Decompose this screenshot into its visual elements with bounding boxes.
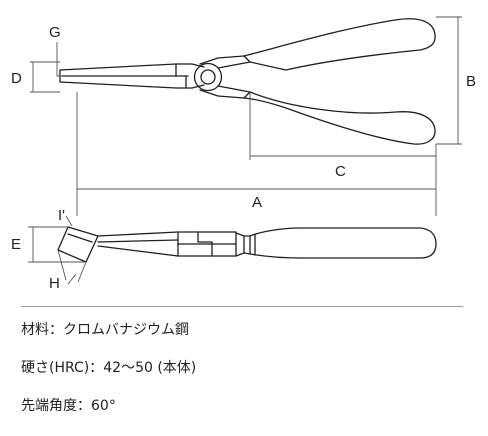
h-leader — [67, 273, 77, 285]
side-nose-ridge — [97, 239, 179, 243]
dim-label-a: A — [252, 194, 262, 211]
side-view-dimensions — [28, 215, 87, 285]
spec-hardness: 硬さ(HRC)：42～50 (本体) — [21, 360, 197, 376]
lower-handle-outer-metal — [199, 89, 245, 99]
pivot-inner — [200, 69, 216, 85]
pliers-technical-drawing: G D B C A I' E H — [11, 16, 476, 292]
side-handle-grip — [249, 227, 437, 259]
spec-tip-angle: 先端角度：60° — [21, 398, 116, 414]
side-collar-ring — [243, 235, 251, 255]
dim-label-h: H — [49, 275, 60, 292]
dim-label-i-prime: I' — [58, 207, 65, 224]
dim-label-c: C — [335, 163, 346, 180]
pliers-side-view — [57, 226, 437, 263]
lower-handle-grip-seam — [243, 91, 251, 99]
dim-label-g: G — [49, 24, 61, 41]
section-divider — [21, 306, 463, 307]
upper-handle-outer-metal — [199, 55, 245, 65]
pivot-outer — [193, 62, 223, 92]
side-collar — [235, 232, 245, 257]
dim-label-b: B — [466, 73, 476, 90]
upper-handle-grip-seam — [243, 55, 251, 63]
upper-handle-grip — [243, 18, 436, 71]
g-leader — [56, 42, 62, 77]
h-ext-2 — [77, 261, 87, 283]
dim-label-e: E — [11, 236, 21, 253]
dim-label-d: D — [11, 70, 22, 87]
lower-handle-grip — [243, 91, 436, 145]
spec-material: 材料：クロムバナジウム鋼 — [21, 322, 189, 338]
upper-jaw — [59, 63, 205, 77]
bent-tip-inner — [67, 233, 93, 243]
h-ext-1 — [57, 249, 67, 281]
bent-tip — [57, 226, 99, 263]
upper-handle-inner-metal — [217, 61, 251, 69]
pliers-top-view — [59, 18, 436, 145]
lower-jaw — [59, 75, 205, 89]
lower-handle-inner-metal — [217, 85, 251, 93]
spec-list: 材料：クロムバナジウム鋼 硬さ(HRC)：42～50 (本体) 先端角度：60° — [21, 322, 196, 436]
top-view-dimensions — [30, 16, 462, 216]
i-prime-leader — [65, 215, 73, 227]
